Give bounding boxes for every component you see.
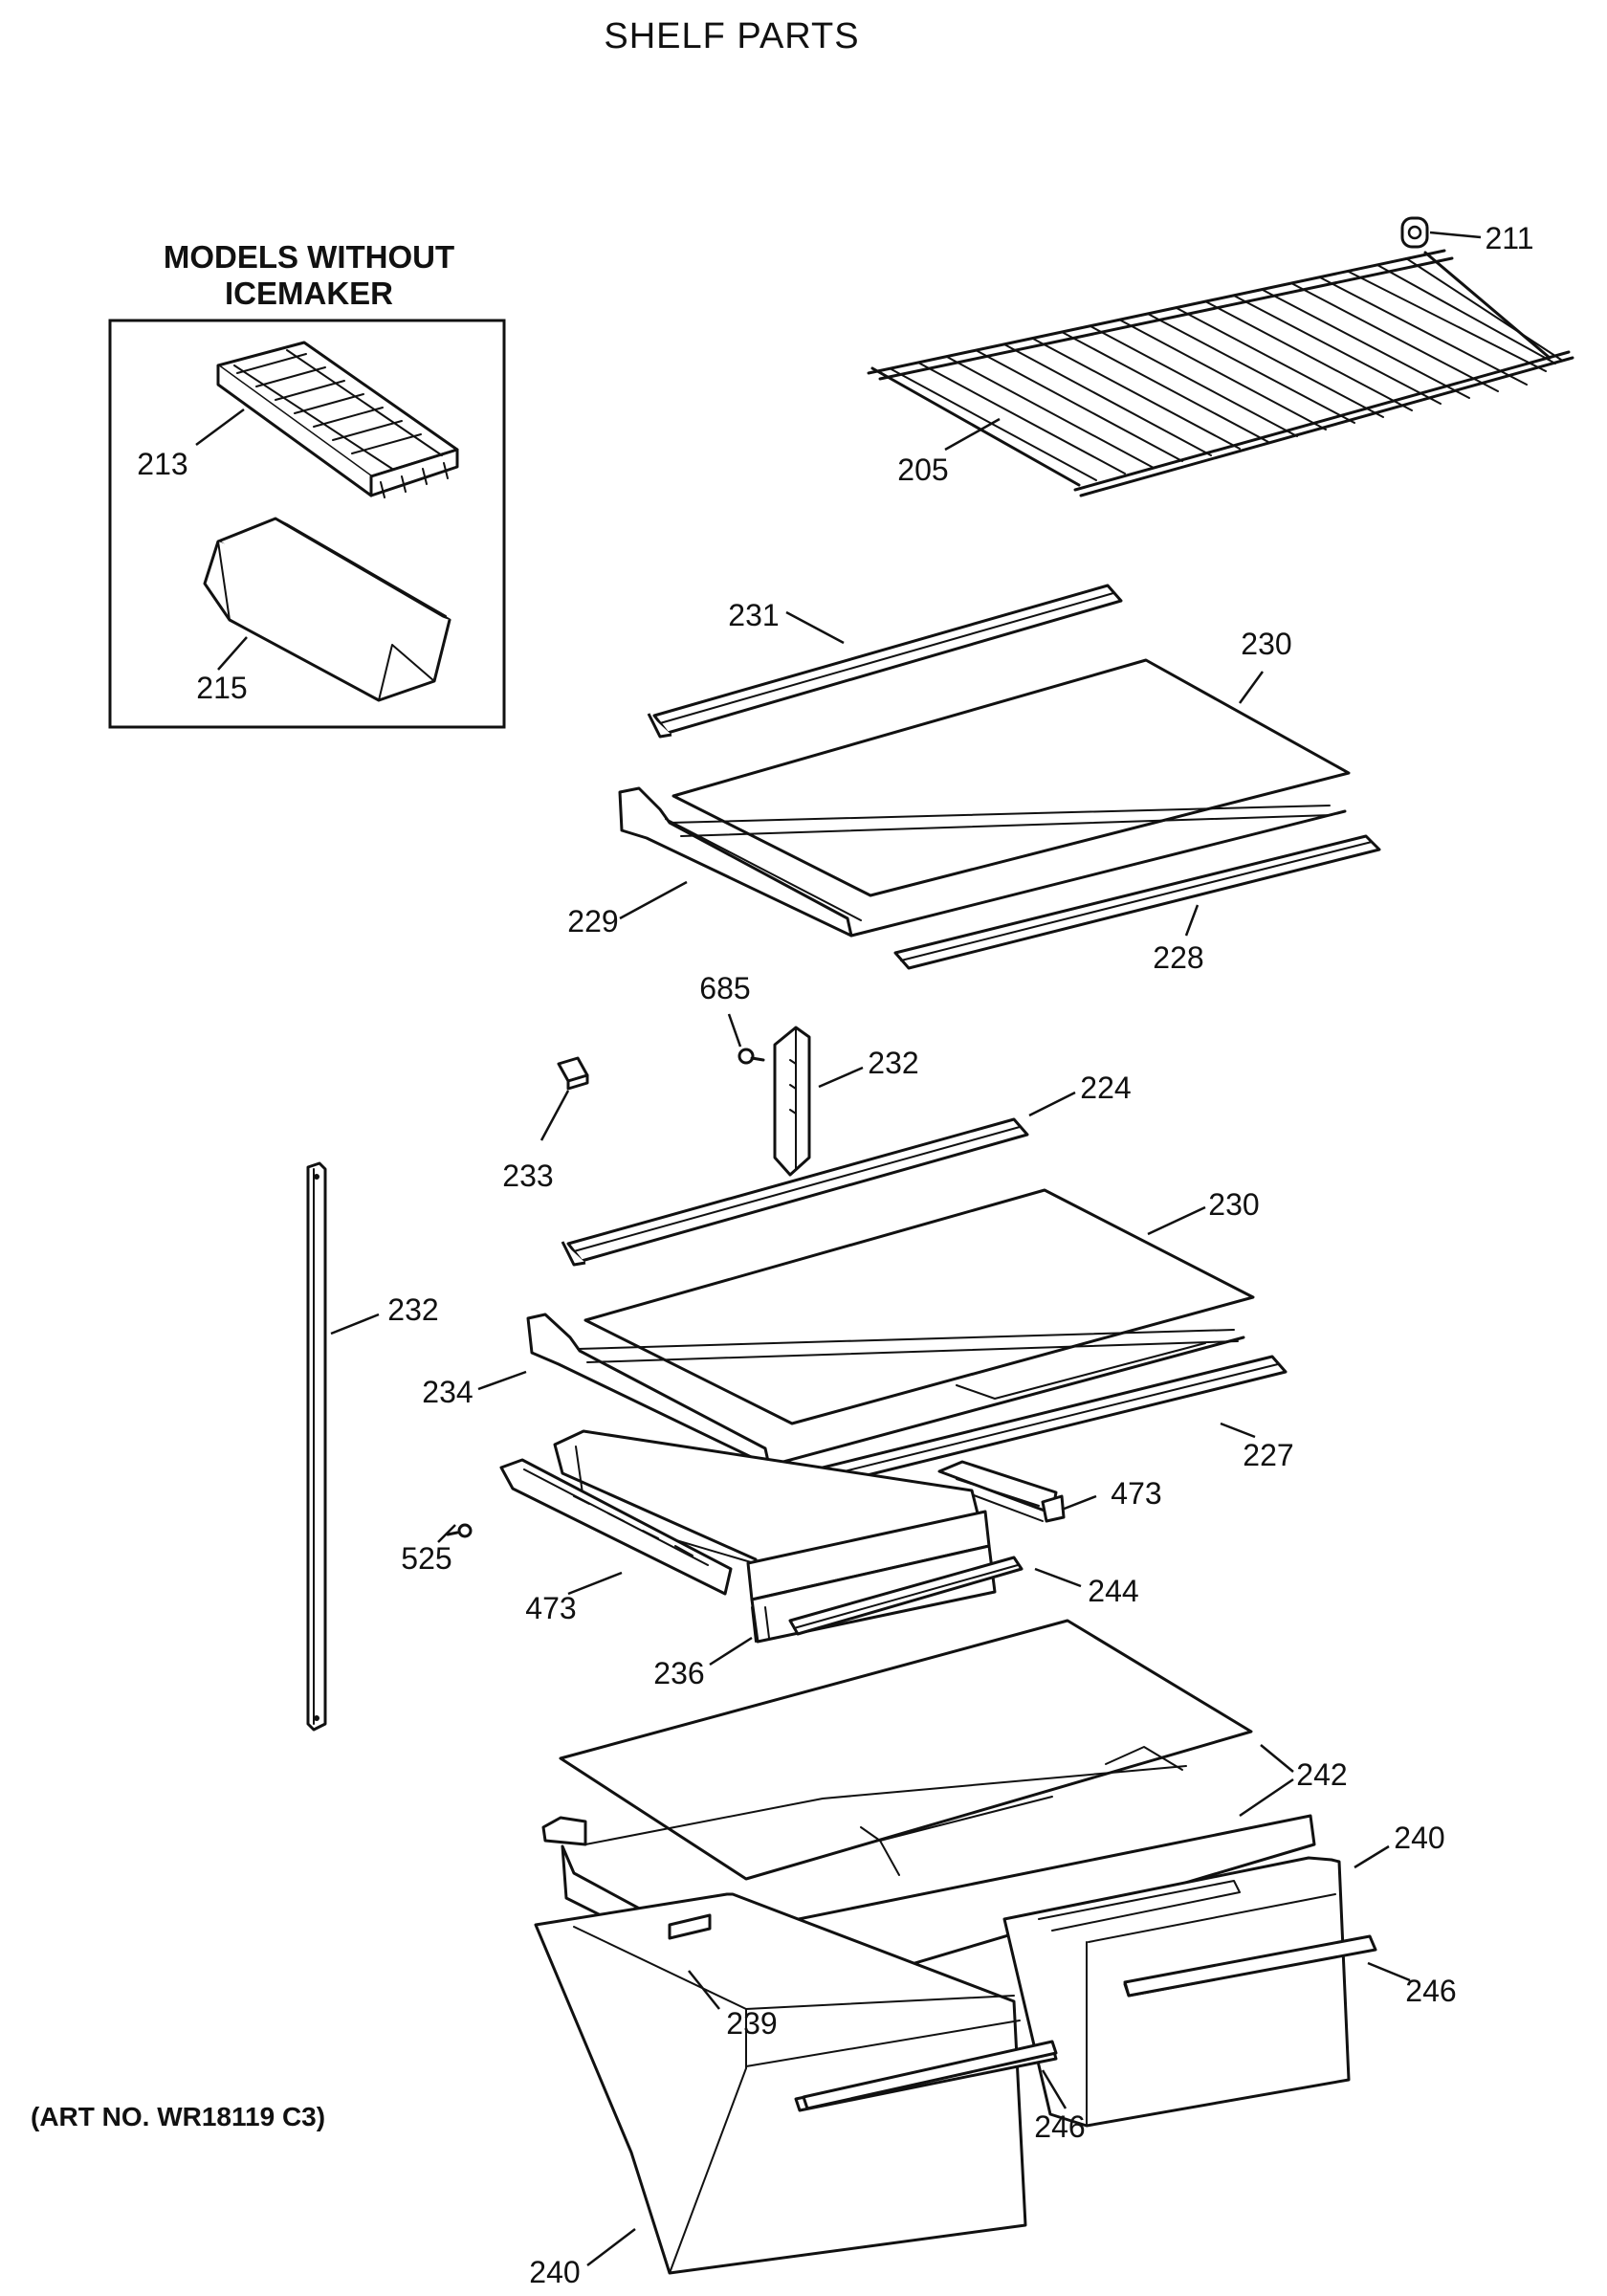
front-trim-part-228 — [893, 834, 1381, 970]
leader-240-right — [1354, 1844, 1390, 1869]
slide-rail-part-473-left — [499, 1458, 733, 1596]
label-525: 525 — [401, 1541, 451, 1576]
crisper-cover-glass-part-242 — [559, 1619, 1253, 1881]
label-232-upper: 232 — [868, 1046, 918, 1080]
label-231: 231 — [728, 598, 779, 632]
label-230-upper: 230 — [1241, 627, 1291, 661]
leader-230-lower — [1147, 1205, 1206, 1236]
label-242: 242 — [1296, 1757, 1347, 1792]
leader-211 — [1429, 231, 1482, 239]
bracket-part-232-upper — [773, 1026, 811, 1177]
label-246-right: 246 — [1405, 1974, 1456, 2008]
leader-246-left — [1041, 2069, 1068, 2109]
ice-tray-part-213 — [216, 341, 459, 498]
drawer-handle-part-244 — [788, 1556, 1024, 1636]
label-232-rail: 232 — [387, 1292, 438, 1327]
leader-227 — [1220, 1422, 1256, 1439]
cover-support-part-239 — [668, 1913, 712, 1940]
label-227: 227 — [1243, 1438, 1293, 1472]
leader-525 — [437, 1524, 456, 1543]
leader-228 — [1184, 904, 1200, 937]
label-211: 211 — [1485, 221, 1533, 255]
leader-234 — [477, 1370, 527, 1391]
leader-233 — [539, 1090, 570, 1141]
leader-229 — [619, 880, 688, 920]
screw-part-525 — [446, 1523, 473, 1538]
leader-242-b — [1239, 1777, 1294, 1818]
rear-trim-part-224 — [561, 1117, 1029, 1267]
drawer-handle-part-246-right — [1123, 1934, 1377, 1998]
inset-models-without-icemaker: MODELS WITHOUT ICEMAKER 213 215 — [108, 239, 506, 729]
label-215: 215 — [196, 671, 247, 705]
label-228: 228 — [1153, 940, 1203, 975]
label-234: 234 — [422, 1375, 473, 1409]
rear-trim-part-231 — [647, 584, 1123, 739]
leader-205 — [944, 417, 1001, 452]
label-244: 244 — [1088, 1574, 1138, 1608]
label-240-right: 240 — [1394, 1821, 1444, 1855]
label-229: 229 — [567, 904, 618, 938]
leader-230-upper — [1238, 671, 1265, 704]
shelf-frame-part-234 — [526, 1313, 1245, 1468]
wire-shelf-part-205 — [867, 249, 1574, 497]
label-685: 685 — [699, 971, 750, 1005]
diagram-title: SHELF PARTS — [604, 16, 859, 56]
label-230-lower: 230 — [1208, 1187, 1259, 1222]
leader-240-left — [586, 2228, 636, 2266]
shelf-frame-part-229 — [618, 786, 1347, 938]
inset-heading-line1: MODELS WITHOUT — [164, 239, 454, 275]
art-number: (ART NO. WR18119 C3) — [31, 2102, 325, 2131]
leader-224 — [1028, 1091, 1076, 1117]
leader-244 — [1034, 1567, 1082, 1588]
leader-473-right — [1061, 1494, 1097, 1512]
leader-239 — [688, 1970, 720, 2010]
label-205: 205 — [897, 453, 948, 487]
leader-213 — [195, 408, 245, 447]
glass-shelf-part-230-lower — [583, 1188, 1255, 1425]
label-236: 236 — [653, 1656, 704, 1690]
leader-232-upper — [818, 1066, 864, 1089]
leader-473-left — [567, 1571, 623, 1596]
shelf-support-part-233 — [557, 1056, 589, 1091]
label-240-left: 240 — [529, 2255, 580, 2289]
vertical-rail-part-232 — [306, 1161, 327, 1732]
label-224: 224 — [1080, 1071, 1131, 1105]
leader-231 — [785, 610, 845, 645]
label-473-left: 473 — [525, 1591, 576, 1625]
label-233: 233 — [502, 1159, 553, 1193]
leader-232-rail — [330, 1313, 380, 1336]
leader-246-right — [1367, 1961, 1411, 1982]
leader-236 — [709, 1636, 753, 1667]
shelf-clip-part-211 — [1400, 216, 1429, 249]
drawer-handle-part-246-left — [802, 2040, 1058, 2110]
inset-box-border — [108, 319, 506, 729]
inset-heading-line2: ICEMAKER — [225, 276, 393, 311]
leader-685 — [727, 1013, 742, 1048]
screw-part-685 — [737, 1048, 765, 1065]
leader-215 — [217, 636, 248, 671]
bin-part-215 — [203, 517, 451, 702]
label-213: 213 — [137, 447, 187, 481]
leader-242-a — [1260, 1744, 1294, 1773]
label-246-left: 246 — [1034, 2109, 1085, 2144]
label-239: 239 — [726, 2006, 777, 2041]
crisper-drawer-part-240-left — [534, 1892, 1058, 2275]
slide-rail-part-473-right — [937, 1460, 1066, 1523]
glass-shelf-part-230-upper — [671, 658, 1351, 897]
label-473-right: 473 — [1111, 1476, 1161, 1511]
